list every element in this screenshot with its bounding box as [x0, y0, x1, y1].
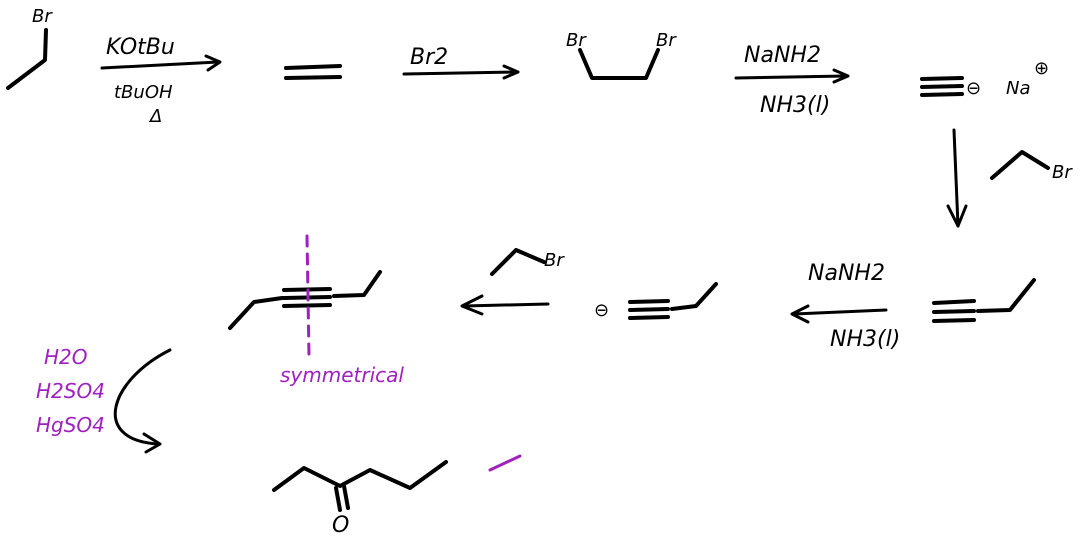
reagent-nanh2-1: NaNH2	[744, 43, 821, 68]
reagent-nanh2-2: NaNH2	[808, 261, 885, 286]
ethene-bond-2	[284, 75, 342, 80]
arrow-4-line	[952, 128, 960, 228]
reagent-h2so4: H2SO4	[36, 379, 105, 403]
reagent-br2: Br2	[410, 45, 448, 70]
hexyne: symmetrical	[228, 234, 404, 387]
solvent-nh3-1: NH3(l)	[760, 93, 830, 118]
arrow-1-head	[204, 54, 222, 72]
sodium-label: Na	[1006, 78, 1031, 99]
checkmark-icon	[488, 454, 522, 472]
arrow-5-line	[792, 308, 888, 316]
reagent-kotbu: KOtBu	[106, 35, 175, 60]
arrow-5: NaNH2 NH3(l)	[790, 261, 900, 352]
butyne-bond-2	[932, 309, 976, 314]
hexyne-chain-right	[332, 270, 382, 298]
symmetrical-note: symmetrical	[280, 363, 404, 387]
hexyne-bond-3	[282, 303, 332, 308]
heat-symbol: Δ	[148, 106, 162, 127]
arrow-7: H2O H2SO4 HgSO4	[36, 345, 172, 454]
arrow-4-head	[946, 204, 968, 228]
arrow-6-head	[460, 294, 484, 316]
butynide-bond-3	[628, 315, 670, 320]
arrow-2-line	[402, 70, 518, 76]
butyne-bond-1	[932, 299, 976, 305]
butyne-chain	[976, 278, 1036, 313]
ethene	[284, 64, 342, 80]
butynide-chain	[670, 282, 718, 311]
bromoethane-br-label: Br	[32, 6, 53, 27]
bromoethane: Br	[6, 6, 53, 90]
arrow-1-line	[100, 60, 220, 70]
arrow-3: NaNH2 NH3(l)	[734, 43, 850, 118]
hexanone: O	[272, 460, 448, 537]
arrow-4: Br	[946, 128, 1073, 228]
butynide-bond-2	[628, 307, 670, 312]
butynide-negative-charge: ⊖	[594, 300, 609, 321]
arrow-7-curve	[113, 348, 172, 446]
carbonyl-bond-2	[342, 484, 350, 510]
acetylide-bond-1	[920, 76, 964, 81]
arrow-6-line	[462, 302, 550, 308]
dibromoethane-br-2: Br	[656, 30, 677, 51]
butynide-bond-1	[628, 299, 670, 304]
arrow-7-head	[142, 432, 162, 454]
acetylide-bond-2	[920, 84, 964, 89]
solvent-tbuoh: tBuOH	[114, 82, 173, 103]
butyne-bond-3	[932, 318, 976, 323]
dibromoethane-skeleton	[578, 48, 660, 80]
acetylide-negative-charge: ⊖	[966, 78, 981, 99]
ethene-bond-1	[284, 64, 342, 70]
sodium-acetylide: ⊖ Na ⊕	[920, 58, 1049, 99]
reagent-bromoethane-1-br: Br	[1052, 162, 1073, 183]
butyne	[932, 278, 1036, 323]
arrow-1: KOtBu tBuOH Δ	[100, 35, 222, 127]
reagent-bromoethane-2	[490, 248, 546, 276]
sodium-positive-charge: ⊕	[1034, 58, 1049, 79]
dibromoethane-br-1: Br	[566, 30, 587, 51]
ketone-oxygen: O	[332, 513, 349, 537]
reagent-bromoethane-2-br: Br	[544, 250, 565, 271]
arrow-6: Br	[460, 248, 565, 316]
dibromoethane: Br Br	[566, 30, 677, 80]
reagent-bromoethane-1	[990, 150, 1050, 180]
symmetry-line	[305, 234, 311, 358]
butynide: ⊖	[594, 282, 718, 321]
hexyne-chain-left	[228, 296, 284, 330]
arrow-3-head	[832, 68, 850, 84]
arrow-3-line	[734, 74, 848, 80]
reagent-h2o: H2O	[44, 345, 88, 369]
solvent-nh3-2: NH3(l)	[830, 327, 900, 352]
reagent-hgso4: HgSO4	[36, 413, 105, 437]
arrow-2: Br2	[402, 45, 520, 80]
acetylide-bond-3	[920, 92, 964, 97]
carbonyl-bond-1	[334, 486, 342, 512]
bromoethane-skeleton	[6, 28, 48, 90]
arrow-5-head	[790, 304, 810, 324]
hexanone-skeleton	[272, 460, 448, 492]
arrow-2-head	[502, 64, 520, 80]
